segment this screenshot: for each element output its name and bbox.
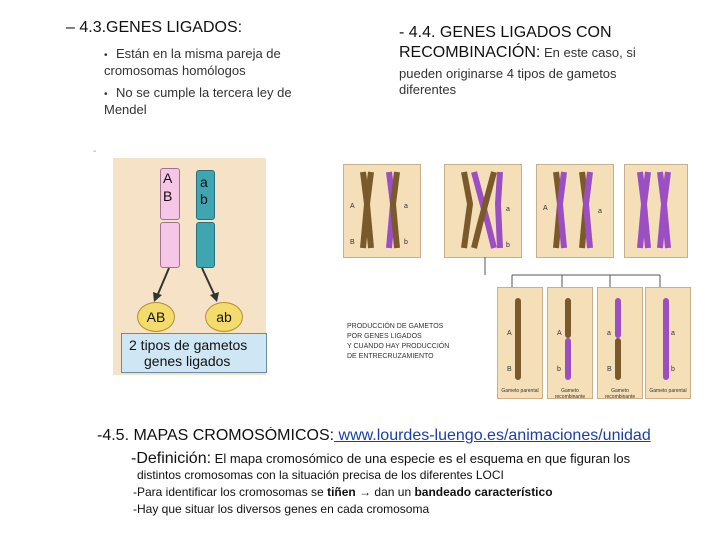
box-line-1: 2 tipos de gametos xyxy=(129,337,248,353)
gamete4-label-b: b xyxy=(671,366,675,373)
label-a-2: a xyxy=(506,206,510,213)
bullet-dot: • xyxy=(104,50,108,61)
gamete-chromosome-2-lower xyxy=(565,338,571,380)
definition-line-2: distintos cromosomas con la situación pr… xyxy=(137,468,504,482)
gamete-chromosome-4 xyxy=(663,298,669,380)
caption-line-4: DE ENTRECRUZAMIENTO xyxy=(347,353,434,360)
label-b-2: b xyxy=(506,242,510,249)
label-a-3: a xyxy=(598,208,602,215)
section-4-5-label: -4.5. MAPAS CROMOSÓMICOS: xyxy=(97,427,335,444)
chromosome-1-gene-B: B xyxy=(163,188,173,204)
label-A-1: A xyxy=(350,203,355,210)
gamete-chromosome-2-upper xyxy=(565,298,571,338)
bullet-dot: • xyxy=(104,89,108,100)
gamete-chromosome-3-upper xyxy=(615,298,621,338)
gamete-label-3: Gameto recombinante xyxy=(604,388,636,400)
animations-link[interactable]: www.lourdes-luengo.es/animaciones/unidad xyxy=(334,427,651,444)
definition-text: El mapa cromosómico de una especie es el… xyxy=(211,451,631,466)
gamete3-label-B: B xyxy=(607,366,612,373)
right-heading-line2: RECOMBINACIÓN: En este caso, si xyxy=(399,44,636,62)
identify-text-a: -Para identificar los cromosomas se xyxy=(133,485,328,499)
recombination-caption: PRODUCCIÓN DE GAMETOS POR GENES LIGADOS … xyxy=(347,322,449,362)
caption-line-1: PRODUCCIÓN DE GAMETOS xyxy=(347,323,444,330)
gamete-chromosome-1 xyxy=(515,298,521,380)
box-line-2: genes ligados xyxy=(144,353,231,369)
right-text: pueden originarse 4 tipos de gametos dif… xyxy=(399,66,617,97)
left-bullet-2: •No se cumple la tercera ley de Mendel xyxy=(104,85,324,117)
label-A-3: A xyxy=(543,205,548,212)
chromosome-1-lower xyxy=(160,222,180,268)
chromosome-2-gene-a: a xyxy=(200,174,208,190)
right-heading-tail: En este caso, si xyxy=(540,45,636,60)
caption-line-2: POR GENES LIGADOS xyxy=(347,333,422,340)
gamete1-label-B: B xyxy=(507,366,512,373)
section-4-5-heading: -4.5. MAPAS CROMOSÓMICOS: www.lourdes-lu… xyxy=(97,427,720,445)
linked-genes-box: 2 tipos de gametos genes ligados xyxy=(121,333,267,373)
gamete-ab: ab xyxy=(205,302,243,332)
gamete4-label-a: a xyxy=(671,330,675,337)
chromosome-pairs-icon xyxy=(360,171,671,249)
identify-line: -Para identificar los cromosomas se tiñe… xyxy=(133,485,553,499)
left-heading: – 4.3.GENES LIGADOS: xyxy=(66,19,243,36)
gamete-arrows-icon xyxy=(153,267,219,302)
genes-line: -Hay que situar los diversos genes en ca… xyxy=(133,502,430,516)
identify-text-c: dan un xyxy=(371,485,415,499)
right-heading-line1: - 4.4. GENES LIGADOS CON xyxy=(399,24,612,41)
definition-line: -Definición: El mapa cromosómico de una … xyxy=(131,450,720,468)
gamete-AB: AB xyxy=(137,302,175,332)
chromosome-2-lower xyxy=(196,222,215,268)
chromosome-2-gene-b: b xyxy=(200,191,208,207)
left-bullet-2-text: No se cumple la tercera ley de Mendel xyxy=(104,85,292,117)
stray-dash: - xyxy=(93,146,97,157)
identify-banding: bandeado característico xyxy=(414,485,553,499)
definition-label: -Definición: xyxy=(131,450,212,467)
identify-stain: tiñen xyxy=(327,485,356,499)
gamete1-label-A: A xyxy=(507,330,512,337)
connector-lines-icon xyxy=(484,257,661,289)
gamete-label-4: Gameto parental xyxy=(649,388,687,394)
gamete2-label-A: A xyxy=(557,330,562,337)
gamete-chromosome-3-lower xyxy=(615,338,621,380)
left-bullet-1: •Están en la misma pareja de cromosomas … xyxy=(104,46,324,78)
chromosome-1-gene-A: A xyxy=(163,170,173,186)
label-B-1: B xyxy=(350,239,355,246)
left-bullet-1-text: Están en la misma pareja de cromosomas h… xyxy=(104,46,281,78)
gamete2-label-b: b xyxy=(557,366,561,373)
caption-line-3: Y CUANDO HAY PRODUCCIÓN xyxy=(347,343,450,350)
chromosome-2-upper xyxy=(196,170,215,220)
label-a-1: a xyxy=(404,203,408,210)
parent-panel-1 xyxy=(343,164,421,258)
parent-panel-3 xyxy=(536,164,614,258)
chromosome-1-upper xyxy=(160,168,180,220)
parent-panel-4 xyxy=(624,164,688,258)
gamete-label-1: Gameto parental xyxy=(501,388,539,394)
arrow-right-icon: → xyxy=(359,485,372,499)
gamete-label-2: Gameto recombinante xyxy=(554,388,586,400)
label-b-1: b xyxy=(404,239,408,246)
right-heading-bold: RECOMBINACIÓN: xyxy=(399,44,541,61)
gamete3-label-a: a xyxy=(607,330,611,337)
